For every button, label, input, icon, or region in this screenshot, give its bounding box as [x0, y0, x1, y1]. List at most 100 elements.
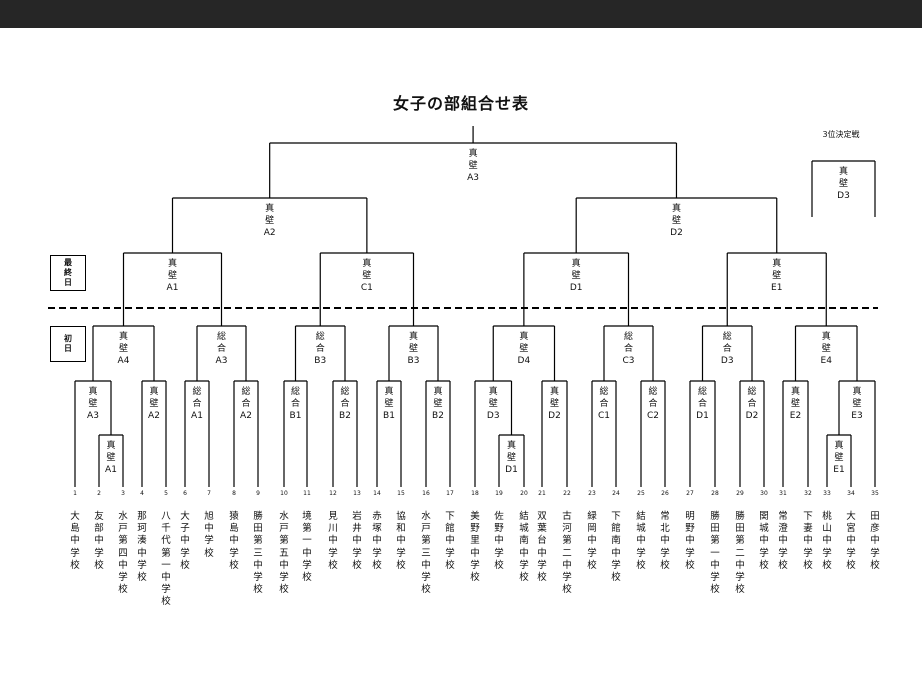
team-number: 28: [711, 490, 719, 497]
match-r32-1-label: 真壁A3: [86, 386, 100, 422]
school-name: 赤塚中学校: [372, 511, 382, 571]
school-name: 見川中学校: [328, 511, 338, 571]
team-number: 15: [397, 490, 405, 497]
school-name: 旭中学校: [204, 511, 214, 559]
third-place-title: 3位決定戦: [822, 130, 860, 139]
team-number: 1: [73, 490, 77, 497]
top-bar: [0, 0, 922, 28]
team-number: 27: [686, 490, 694, 497]
team-number: 6: [183, 490, 187, 497]
school-name: 佐野中学校: [494, 511, 504, 571]
team-number: 14: [373, 490, 381, 497]
team-number: 13: [353, 490, 361, 497]
school-name: 田彦中学校: [870, 511, 880, 571]
school-name: 水戸第四中学校: [118, 511, 128, 596]
match-r16-4-label: 真壁B3: [406, 331, 421, 367]
match-r16-2-label: 総合A3: [214, 331, 229, 367]
school-name: 緑岡中学校: [587, 511, 597, 571]
school-name: 美野里中学校: [470, 511, 480, 584]
match-qf-2-label: 真壁C1: [359, 258, 374, 294]
match-r32-14-label: 総合D2: [745, 386, 759, 422]
school-name: 大子中学校: [180, 511, 190, 571]
match-qf-4-label: 真壁E1: [769, 258, 784, 294]
first-day-label: 初日: [64, 334, 72, 353]
match-r32-2-label: 真壁A2: [147, 386, 161, 422]
school-name: 常北中学校: [660, 511, 670, 571]
school-name: 猿島中学校: [229, 511, 239, 571]
team-number: 3: [121, 490, 125, 497]
team-number: 2: [97, 490, 101, 497]
school-name: 下妻中学校: [803, 511, 813, 571]
team-number: 4: [140, 490, 144, 497]
school-name: 大宮中学校: [846, 511, 856, 571]
match-r16-5-label: 真壁D4: [516, 331, 531, 367]
team-number: 31: [779, 490, 787, 497]
school-name: 境第一中学校: [302, 511, 312, 584]
school-name: 常澄中学校: [778, 511, 788, 571]
first-day-box: 初日: [50, 326, 86, 362]
match-r32-15-label: 真壁E2: [788, 386, 803, 422]
school-name: 明野中学校: [685, 511, 695, 571]
team-number: 19: [495, 490, 503, 497]
match-qf-1-label: 真壁A1: [165, 258, 180, 294]
team-number: 33: [823, 490, 831, 497]
school-name: 結城南中学校: [519, 511, 529, 584]
match-r32-10-label: 真壁D2: [547, 386, 562, 422]
school-name: 勝田第三中学校: [253, 511, 263, 596]
school-name: 双葉台中学校: [537, 511, 547, 584]
match-r16-7-label: 総合D3: [720, 331, 735, 367]
page-title: 女子の部組合せ表: [392, 94, 529, 113]
match-final-label: 真壁A3: [466, 148, 481, 184]
match-r32-4-label: 総合A2: [239, 386, 253, 422]
match-r32-11-label: 総合C1: [597, 386, 611, 422]
school-name: 水戸第三中学校: [421, 511, 431, 596]
team-number: 18: [471, 490, 479, 497]
school-name: 結城中学校: [636, 511, 646, 571]
team-number: 21: [538, 490, 546, 497]
match-pre-2-label: 真壁D1: [504, 440, 519, 476]
team-number: 25: [637, 490, 645, 497]
school-name: 水戸第五中学校: [279, 511, 289, 596]
school-name: 下館中学校: [445, 511, 455, 571]
team-number: 12: [329, 490, 337, 497]
match-r32-5-label: 総合B1: [288, 386, 303, 422]
match-r32-7-label: 真壁B1: [382, 386, 396, 422]
match-pre-3-label: 真壁E1: [832, 440, 846, 476]
team-number: 24: [612, 490, 620, 497]
match-r32-12-label: 総合C2: [646, 386, 660, 422]
team-number: 7: [207, 490, 211, 497]
school-name: 八千代第一中学校: [161, 511, 171, 608]
team-number: 26: [661, 490, 669, 497]
team-number: 5: [164, 490, 168, 497]
school-name: 桃山中学校: [822, 511, 832, 571]
match-semi-left-label: 真壁A2: [262, 203, 277, 239]
match-r32-8-label: 真壁B2: [431, 386, 445, 422]
school-name: 協和中学校: [396, 511, 406, 571]
match-r16-8-label: 真壁E4: [819, 331, 834, 367]
team-number: 35: [871, 490, 879, 497]
school-name: 古河第二中学校: [562, 511, 572, 596]
final-day-box: 最終日: [50, 255, 86, 291]
match-r16-1-label: 真壁A4: [116, 331, 131, 367]
match-r32-3-label: 総合A1: [190, 386, 204, 422]
team-number: 11: [303, 490, 311, 497]
school-name: 関城中学校: [759, 511, 769, 571]
team-number: 9: [256, 490, 260, 497]
team-number: 17: [446, 490, 454, 497]
team-number: 20: [520, 490, 528, 497]
team-number: 22: [563, 490, 571, 497]
match-r32-6-label: 総合B2: [338, 386, 352, 422]
team-number: 29: [736, 490, 744, 497]
school-name: 岩井中学校: [352, 511, 362, 571]
school-name: 勝田第一中学校: [710, 511, 720, 596]
match-third-place-label: 真壁D3: [836, 166, 851, 202]
match-r32-9-label: 真壁D3: [486, 386, 501, 422]
school-name: 下館南中学校: [611, 511, 621, 584]
team-number: 10: [280, 490, 288, 497]
team-number: 34: [847, 490, 855, 497]
school-name: 友部中学校: [94, 511, 104, 571]
team-number: 8: [232, 490, 236, 497]
school-name: 那珂湊中学校: [137, 511, 147, 584]
match-r16-3-label: 総合B3: [313, 331, 328, 367]
